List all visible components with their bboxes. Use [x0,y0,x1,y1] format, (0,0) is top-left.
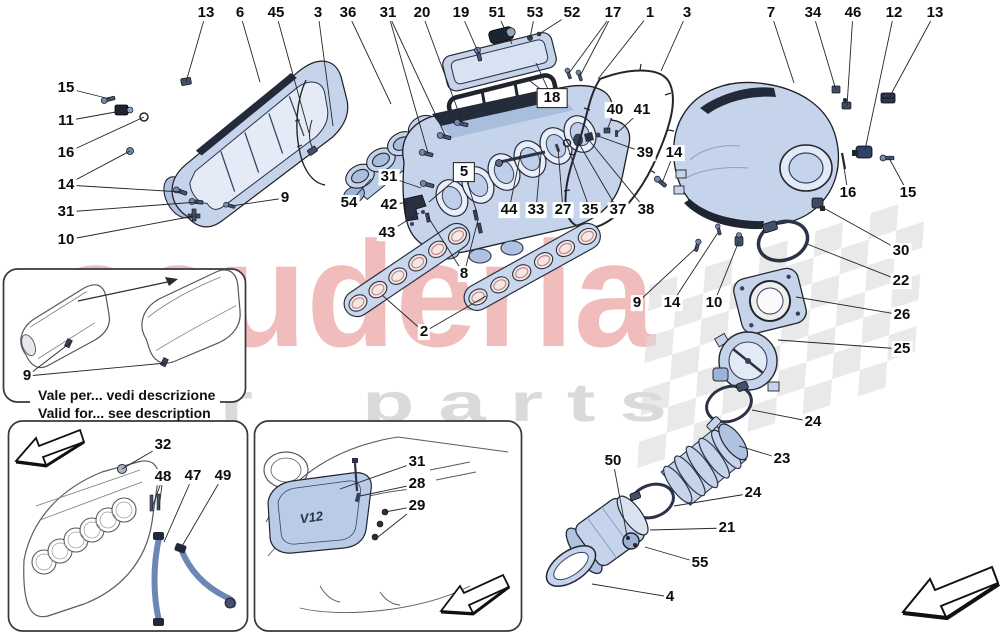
callout-19: 19 [450,4,472,22]
callout-31: 31 [377,4,399,22]
callout-2: 2 [417,323,431,341]
callout-21: 21 [716,519,738,537]
callout-10: 10 [703,294,725,312]
callout-1: 1 [643,4,657,22]
callout-20: 20 [411,4,433,22]
callout-9: 9 [20,367,34,385]
callout-3: 3 [311,4,325,22]
callout-39: 39 [634,144,656,162]
air-duct-23-drawing [660,416,749,506]
callout-34: 34 [802,4,824,22]
callout-13: 13 [924,4,946,22]
callout-44: 44 [498,201,520,219]
callout-13: 13 [195,4,217,22]
manifold-small-hardware [554,127,669,189]
direction-arrow-icon [901,565,1000,621]
callout-24: 24 [802,413,824,431]
callout-29: 29 [406,497,428,515]
direction-arrow-icon [439,573,511,614]
left-manifold-cover-drawing [163,60,349,228]
callout-49: 49 [212,467,234,485]
right-fasteners [180,77,896,253]
callout-54: 54 [338,194,360,212]
callout-24: 24 [742,484,764,502]
callout-9: 9 [278,189,292,207]
center-manifold-drawing [402,84,631,264]
callout-38: 38 [635,201,657,219]
inset-note-line-english: Valid for... see description [38,405,211,421]
callout-33: 33 [525,201,547,219]
callout-50: 50 [602,452,624,470]
callout-30: 30 [890,242,912,260]
callout-14: 14 [55,176,77,194]
callout-32: 32 [152,436,174,454]
callout-14: 14 [661,294,683,312]
callout-15: 15 [55,79,77,97]
maf-sensor-55-drawing [622,532,640,550]
callout-41: 41 [631,101,653,119]
callout-51: 51 [486,4,508,22]
callout-14: 14 [663,144,685,162]
callout-18: 18 [536,88,568,108]
direction-arrow-icon [14,428,86,467]
callout-35: 35 [579,201,601,219]
callout-6: 6 [233,4,247,22]
callout-16: 16 [837,184,859,202]
inset-note-line-italian: Vale per... vedi descrizione [38,387,216,403]
callout-48: 48 [152,468,174,486]
callout-12: 12 [883,4,905,22]
inset-box-hoses [7,420,249,632]
throttle-flange-26-drawing [733,267,807,335]
callout-53: 53 [524,4,546,22]
callout-37: 37 [607,201,629,219]
direction-arrow-icon [165,277,178,286]
callout-28: 28 [406,475,428,493]
callout-52: 52 [561,4,583,22]
callout-17: 17 [602,4,624,22]
callout-45: 45 [265,4,287,22]
callout-16: 16 [55,144,77,162]
callout-31: 31 [55,203,77,221]
callout-27: 27 [552,201,574,219]
callout-42: 42 [378,196,400,214]
callout-5: 5 [452,162,476,182]
callout-25: 25 [891,340,913,358]
callout-8: 8 [457,265,471,283]
callout-3: 3 [680,4,694,22]
left-seal-and-cable-drawing [294,79,326,186]
callout-36: 36 [337,4,359,22]
callout-11: 11 [56,112,76,130]
callout-43: 43 [376,224,398,242]
callout-15: 15 [897,184,919,202]
callout-47: 47 [182,467,204,485]
callout-7: 7 [764,4,778,22]
callout-4: 4 [663,588,677,606]
callout-10: 10 [55,231,77,249]
callout-46: 46 [842,4,864,22]
v12-logo: V12 [299,508,325,526]
leader-lines [26,12,936,598]
callout-40: 40 [604,101,626,119]
inset-box-note [2,268,247,420]
right-plenum-cover-drawing [673,81,840,230]
callout-55: 55 [689,554,711,572]
callout-31: 31 [406,453,428,471]
intake-gasket-drawing [343,222,601,318]
hose-clamp-22-drawing [756,219,810,263]
callout-26: 26 [891,306,913,324]
gasket-4-drawing [545,545,597,587]
checkered-flag-watermark [637,204,924,469]
callout-31: 31 [378,168,400,186]
inset-box-engine-cover: V12 [253,420,523,632]
callout-23: 23 [771,450,793,468]
callout-9: 9 [630,294,644,312]
hose-clamp-24-upper-drawing [705,380,753,424]
callout-22: 22 [890,272,912,290]
